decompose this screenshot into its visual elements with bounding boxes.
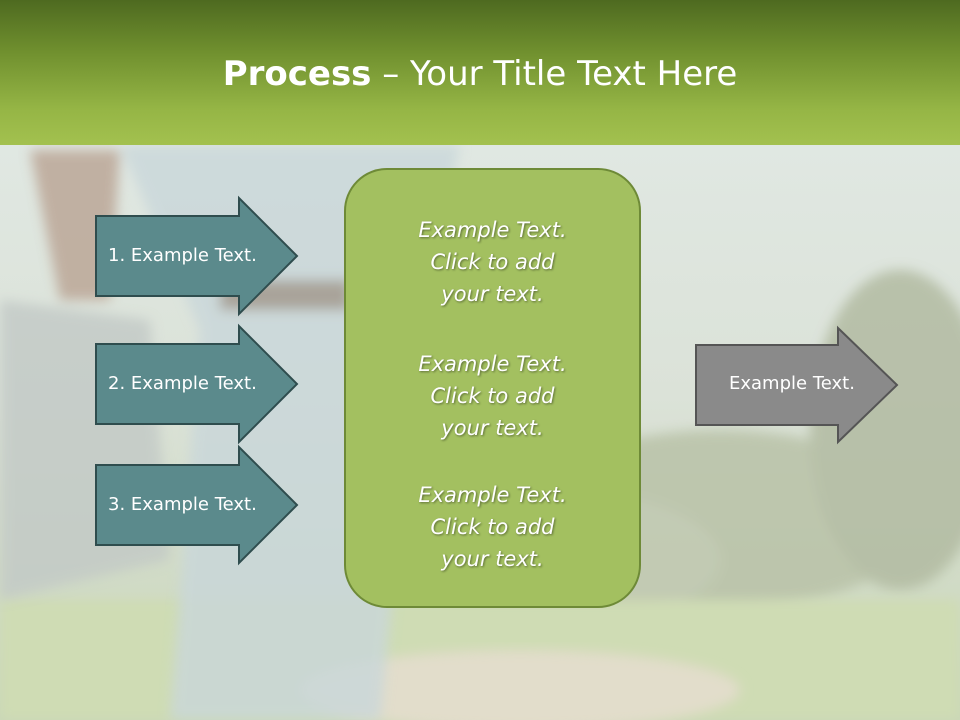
left-arrow-3-label: 3. Example Text. [108,494,257,515]
center-box-shape[interactable] [344,168,641,608]
left-arrow-2-label: 2. Example Text. [108,373,257,394]
title-bar [0,0,960,145]
left-arrow-1[interactable] [95,195,299,317]
slide-title: Process – Your Title Text Here [0,52,960,96]
center-paragraph-2-line-2: Click to add [430,384,555,408]
center-paragraph-1-line-1: Example Text. [418,218,567,242]
center-paragraph-1: Example Text. Click to add your text. [345,214,640,310]
left-arrow-1-label: 1. Example Text. [108,245,257,266]
center-paragraph-2-line-3: your text. [441,416,544,440]
center-paragraph-3-line-3: your text. [441,547,544,571]
right-arrow-label: Example Text. [729,373,855,394]
center-paragraph-3: Example Text. Click to add your text. [345,479,640,575]
right-arrow[interactable] [695,325,899,445]
title-rest: – Your Title Text Here [371,54,738,94]
center-paragraph-3-line-2: Click to add [430,515,555,539]
center-paragraph-1-line-2: Click to add [430,250,555,274]
left-arrow-3[interactable] [95,444,299,566]
center-text-box[interactable]: Example Text. Click to add your text. Ex… [345,169,640,607]
center-paragraph-2-line-1: Example Text. [418,352,567,376]
left-arrow-2[interactable] [95,323,299,445]
center-paragraph-1-line-3: your text. [441,282,544,306]
title-bold: Process [222,54,372,94]
center-paragraph-2: Example Text. Click to add your text. [345,348,640,444]
center-paragraph-3-line-1: Example Text. [418,483,567,507]
